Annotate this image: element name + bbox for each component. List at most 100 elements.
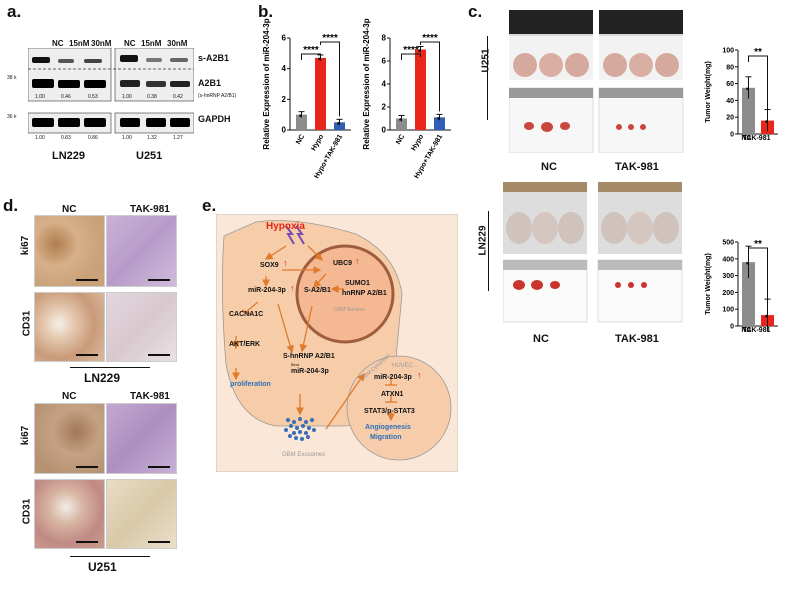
ihc-u251-cd31-tak xyxy=(106,479,177,549)
tumor-ln229-bar-0 xyxy=(742,262,755,326)
tumor-ln229-ytick-label-4: 400 xyxy=(722,256,734,263)
tumor-u251-xlabel-0: NC xyxy=(741,135,751,142)
tumor-u251-ytick-label-4: 80 xyxy=(726,64,734,71)
u251-label: U251 xyxy=(480,48,492,73)
e-mir: miR-204-3p xyxy=(248,287,286,294)
e-migr: Migration xyxy=(370,434,402,441)
d-ki67-1: ki67 xyxy=(20,235,32,256)
quant-right-2: 0.38 xyxy=(147,94,157,100)
mir-u251-sig-1: **** xyxy=(422,33,438,44)
mir-u251-point-0 xyxy=(399,118,402,121)
d-cd31-2: CD31 xyxy=(21,498,33,525)
mir-ln229-ytick-label-3: 6 xyxy=(282,34,287,43)
lane-15nm-left: 15nM xyxy=(69,39,90,48)
e-complex1: S-hnRNP A2/B1 xyxy=(283,353,335,360)
band-note: (s-hnRNP A2/B1) xyxy=(198,93,237,99)
tumor-u251-point-0 xyxy=(746,87,749,91)
mir-u251-ytick-label-2: 4 xyxy=(382,80,387,89)
mir-ln229-ytick-label-1: 2 xyxy=(282,95,287,104)
panel-d-label: d. xyxy=(3,196,19,215)
tumor-u251-ytick-label-1: 20 xyxy=(726,115,734,122)
panel-e-label: e. xyxy=(202,196,217,215)
mir-u251-bar-2 xyxy=(434,117,445,130)
tumor-u251-ylabel: Tumor Weight(mg) xyxy=(705,61,712,123)
band-gapdh: GAPDH xyxy=(198,114,231,124)
tumor-ln229-xlabel-1: TAK-981 xyxy=(743,327,771,334)
ihc-u251-ki67-nc xyxy=(34,403,105,474)
tumor-u251-ytick-label-3: 60 xyxy=(726,81,734,88)
ln229-tak-label: TAK-981 xyxy=(615,333,659,345)
ihc-u251-ki67-tak xyxy=(106,403,177,474)
mir-u251-point-1 xyxy=(418,49,421,52)
ihc-u251-cd31-nc xyxy=(34,479,105,549)
mw-38k: 38 k xyxy=(7,75,17,81)
mir-ln229-ytick-label-2: 4 xyxy=(282,64,287,73)
d-nc-bottom: NC xyxy=(62,391,77,402)
mir-ln229-sig-bracket-0 xyxy=(301,53,321,60)
tumor-u251-xlabel-1: TAK-981 xyxy=(743,135,771,142)
e-sa2b1: S-A2/B1 xyxy=(304,287,331,294)
tumor-ln229-ytick-label-1: 100 xyxy=(722,307,734,314)
tumor-u251-sig-bracket-0 xyxy=(748,55,768,113)
quant-left-2: 0.46 xyxy=(61,94,71,100)
tumor-ln229-point-1 xyxy=(765,314,768,318)
ln229-nc-label: NC xyxy=(533,333,549,345)
d-u251-label: U251 xyxy=(88,560,117,574)
panel-c-label: c. xyxy=(468,2,483,21)
e-nucleus: GBM Nucleus xyxy=(334,307,365,313)
panel-a-label: a. xyxy=(7,2,22,21)
tumor-ln229-ytick-label-0: 0 xyxy=(730,324,734,331)
e-atxn: ATXN1 xyxy=(381,391,404,398)
e-exosomes: GBM Exosomes xyxy=(282,452,326,458)
lane-15nm-right: 15nM xyxy=(141,39,162,48)
band-s-a2b1: s-A2B1 xyxy=(198,53,230,63)
sox9-up-arrow-icon: ↑ xyxy=(283,258,288,268)
tumor-ln229-ylabel: Tumor Weight(mg) xyxy=(705,253,712,315)
tumor-u251-ytick-label-5: 100 xyxy=(722,48,734,55)
d-ki67-2: ki67 xyxy=(20,425,32,446)
d-ln229-label: LN229 xyxy=(84,371,121,385)
mechanism-diagram xyxy=(216,214,458,472)
e-sumo1: SUMO1 xyxy=(345,280,370,287)
mir-u251-sig-0: **** xyxy=(403,45,419,56)
mir-u251-xlabel-1: Hypo xyxy=(410,134,425,153)
u251-underline xyxy=(70,556,150,557)
e-bind: Bind xyxy=(291,362,300,367)
u251-tak-label: TAK-981 xyxy=(615,161,659,173)
quant-left-3: 0.53 xyxy=(88,94,98,100)
cell-ln229: LN229 xyxy=(52,150,86,162)
gapdh-right-2: 1.32 xyxy=(147,135,157,141)
gapdh-left-2: 0.83 xyxy=(61,135,71,141)
d-cd31-1: CD31 xyxy=(21,310,33,337)
lane-nc-right: NC xyxy=(124,39,136,48)
d-tak-top: TAK-981 xyxy=(130,204,170,215)
e-angio: Angiogenesis xyxy=(365,424,411,431)
gapdh-right-1: 1.00 xyxy=(122,135,132,141)
u251-tumor-photos xyxy=(509,10,684,153)
ihc-ln229-cd31-nc xyxy=(34,292,105,362)
mir-u251-ylabel: Relative Expression of miR-204-3p xyxy=(362,18,371,149)
mir-ln229-ytick-label-0: 0 xyxy=(282,126,287,135)
mir-ln229-bar-1 xyxy=(315,57,326,130)
mir-u251-sig-bracket-0 xyxy=(401,53,421,60)
ubc9-up-arrow-icon: ↑ xyxy=(355,256,360,266)
mir2-up-arrow-icon: ↑ xyxy=(417,370,422,380)
mir-u251-sig-bracket-1 xyxy=(420,41,440,112)
e-akt: AKT/ERK xyxy=(229,341,261,348)
e-mir2: miR-204-3p xyxy=(374,374,412,381)
mir-ln229-point-1 xyxy=(318,57,321,61)
ihc-ln229-ki67-nc xyxy=(34,215,105,287)
e-complex2: miR-204-3p xyxy=(291,368,329,375)
tumor-u251-sig-0: ** xyxy=(754,47,762,58)
mir-u251-ytick-label-4: 8 xyxy=(382,34,387,43)
tumor-ln229-point-0 xyxy=(746,261,749,265)
quant-right-1: 1.00 xyxy=(122,94,132,100)
chart-tumor-ln229: Tumor Weight(mg)0100200300400500NCTAK-98… xyxy=(705,239,778,334)
mir-ln229-point-0 xyxy=(299,114,302,117)
e-hnrnp: hnRNP A2/B1 xyxy=(342,290,387,297)
e-stat: STAT3/p-STAT3 xyxy=(364,408,415,415)
lane-30nm-right: 30nM xyxy=(167,39,188,48)
